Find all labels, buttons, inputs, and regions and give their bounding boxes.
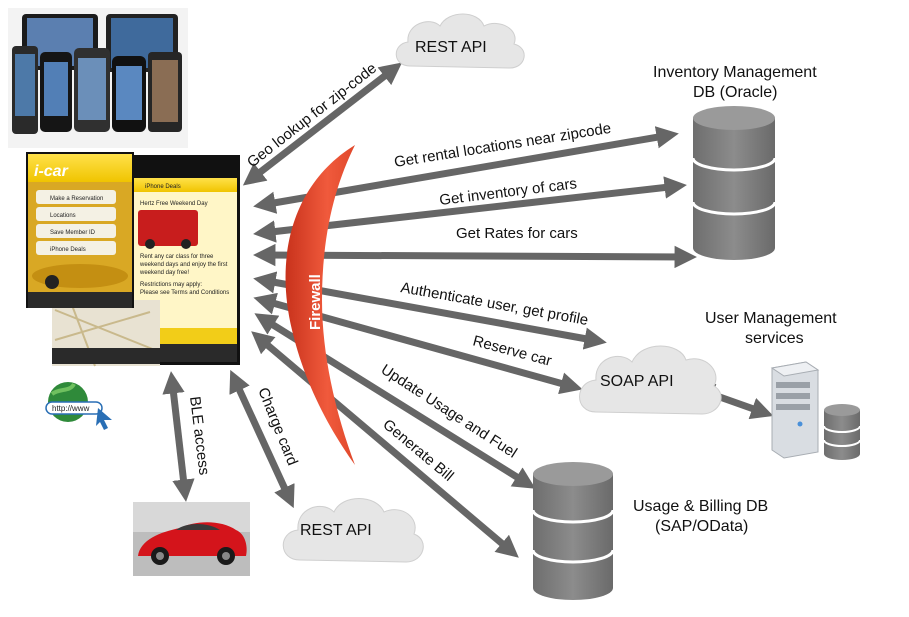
cloud-rest-bottom-label: REST API [300, 522, 372, 539]
billing-db-icon [531, 462, 615, 600]
devices-image [8, 8, 188, 148]
arrow-ble [162, 371, 195, 502]
deal-heading: Hertz Free Weekend Day [140, 201, 208, 207]
cloud-rest-top: REST API [395, 13, 525, 69]
label-geo: Geo lookup for zip-code [244, 60, 380, 171]
deal-restrictions: Restrictions may apply: [140, 282, 202, 288]
firewall-label: Firewall [307, 274, 324, 330]
deal-text-2: weekend days and enjoy the first [139, 262, 228, 268]
app-menu-1: Make a Reservation [50, 196, 103, 202]
arrow-geo [242, 62, 403, 186]
deal-text-3: weekend day free! [139, 270, 189, 276]
inventory-db-title-1: Inventory Management [653, 64, 817, 81]
arrow-inventory [253, 176, 687, 243]
billing-db-title-2: (SAP/OData) [655, 518, 748, 535]
app-menu-2: Locations [50, 213, 76, 219]
firewall-shape [285, 145, 355, 465]
billing-db-title-1: Usage & Billing DB [633, 498, 768, 515]
app-menu-3: Save Member ID [50, 230, 96, 236]
label-charge: Charge card [254, 385, 301, 468]
firewall: Firewall [285, 145, 355, 465]
globe-icon: http://www [45, 382, 112, 430]
label-rates: Get Rates for cars [456, 225, 578, 242]
app-name: i-car [34, 163, 69, 180]
label-ble: BLE access [186, 395, 213, 476]
inventory-db-icon [691, 106, 777, 260]
app-menu-4: iPhone Deals [50, 247, 86, 253]
cloud-soap: SOAP API [579, 345, 722, 415]
deal-terms: Please see Terms and Conditions [140, 290, 229, 296]
label-usage: Update Usage and Fuel [378, 361, 520, 462]
cloud-rest-top-label: REST API [415, 39, 487, 56]
user-db-icon [823, 404, 861, 460]
cloud-soap-label: SOAP API [600, 373, 674, 390]
app-screens: iPhone Deals Hertz Free Weekend Day Rent… [26, 152, 240, 367]
server-icon [770, 361, 820, 459]
deal-text-1: Rent any car class for three [140, 254, 214, 260]
arrow-charge [229, 369, 295, 509]
car-image [133, 502, 250, 576]
user-mgmt-title-1: User Management [705, 310, 837, 327]
inventory-db-title-2: DB (Oracle) [693, 84, 777, 101]
cloud-rest-bottom: REST API [282, 498, 424, 563]
arrow-rates [253, 243, 697, 269]
globe-text: http://www [52, 404, 90, 413]
user-mgmt-title-2: services [745, 330, 804, 347]
deals-title: iPhone Deals [145, 184, 181, 190]
arrow-bill [251, 331, 519, 558]
arrows [162, 62, 774, 558]
